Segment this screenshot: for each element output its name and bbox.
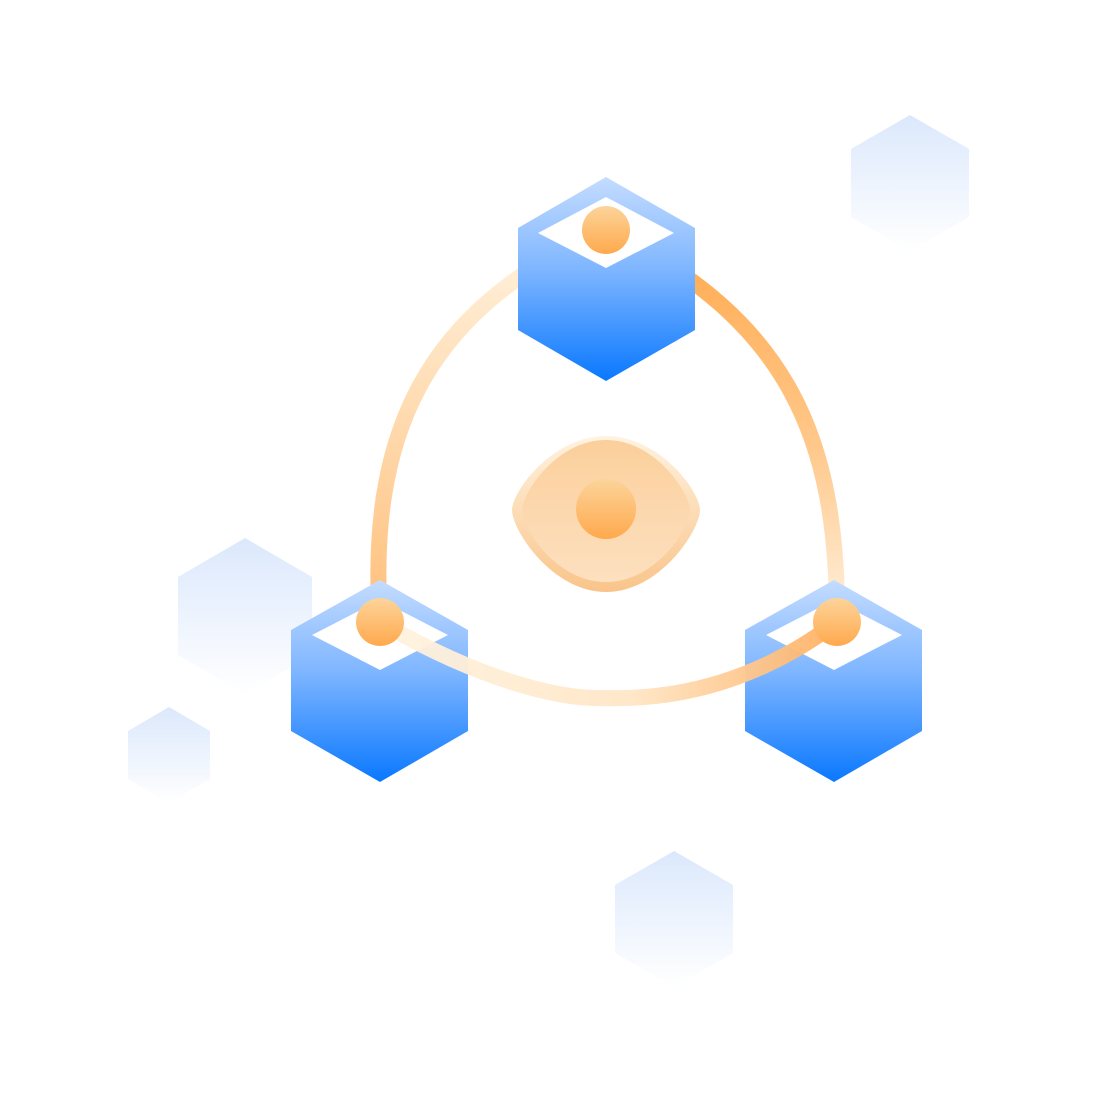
- network-arcs-front: [372, 614, 845, 707]
- background-hexagons: [128, 115, 969, 987]
- faint-hexagon: [128, 707, 210, 803]
- network-nodes: [356, 206, 861, 646]
- node-top: [582, 206, 630, 254]
- central-hub: [512, 436, 700, 592]
- node-left: [356, 598, 404, 646]
- faint-hexagon: [178, 538, 312, 694]
- hub-core: [576, 479, 636, 539]
- faint-hexagon: [615, 851, 733, 987]
- bottom-arc: [372, 614, 845, 707]
- faint-hexagon: [851, 115, 969, 251]
- node-right: [813, 598, 861, 646]
